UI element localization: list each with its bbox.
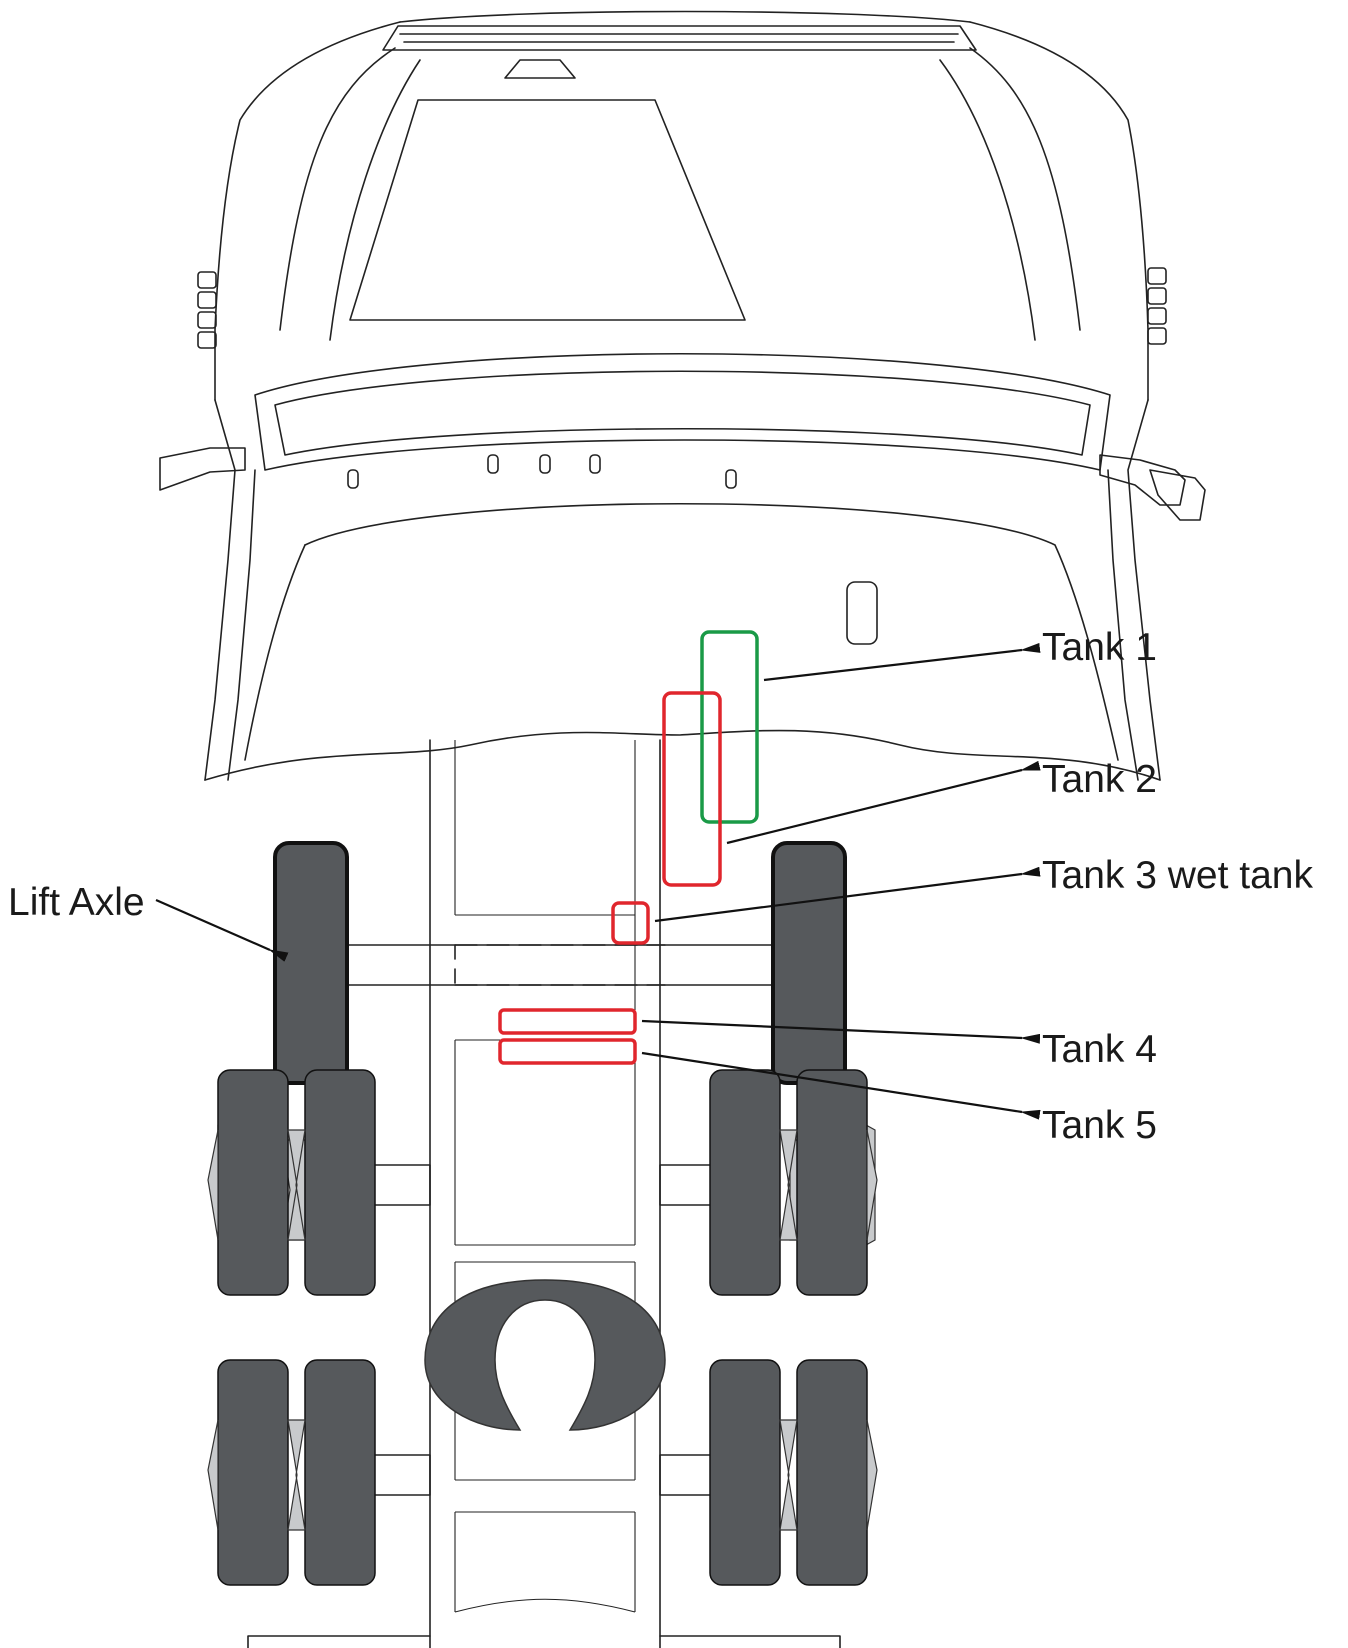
hood-panel [304,502,1119,761]
tire-left-inner [304,1069,376,1296]
mirror-right-head [1149,469,1206,521]
front-bumper [204,729,1161,781]
drive-axle-front [207,1069,878,1296]
cab-roof-line-right2 [939,59,1036,341]
tank-1-outline [700,630,759,824]
roof-light [504,59,576,79]
tank-2-outline [662,691,722,887]
lift-axle-tire-left [273,841,349,1085]
side-step-box [846,581,878,645]
tank-4-outline [498,1008,637,1035]
cab-side-right-inner [1107,469,1139,781]
lift-axle-tire-right [771,841,847,1085]
cab-inner-roof [349,99,746,321]
roof-vent [382,25,977,51]
cab-roof-line-left2 [329,59,421,341]
tank-highlights [498,630,759,1065]
label-lift-axle: Lift Axle [8,881,145,924]
fifth-wheel [424,1279,666,1431]
arrow-tank-3 [654,866,1041,923]
tire-rear-left-outer [217,1359,289,1586]
mirror-left [159,447,246,491]
cab-side-left [204,399,236,781]
cab-outer-outline [214,21,1149,401]
windshield-inner [274,370,1091,456]
tire-left-outer [217,1069,289,1296]
arrow-tank-1 [763,642,1041,682]
label-tank-4: Tank 4 [1042,1028,1157,1071]
hood-fasteners [347,454,737,489]
marker-lights-right [1147,267,1167,345]
cab-side-left-inner [227,469,256,781]
hood-panel-left [244,544,306,761]
marker-lights-left [197,271,217,349]
label-tank-5: Tank 5 [1042,1104,1157,1147]
cab-roof-line-left [279,47,396,331]
label-tank-2: Tank 2 [1042,758,1157,801]
tank-5-outline [498,1038,637,1065]
tire-rear-right-inner [709,1359,781,1586]
drive-axle-rear [207,1359,878,1586]
callout-arrows [155,642,1041,1120]
arrow-tank-2 [726,760,1041,845]
tire-right-inner [709,1069,781,1296]
cab-top-edge [399,10,971,23]
label-tank-3: Tank 3 wet tank [1042,854,1313,897]
arrow-tank-5 [641,1051,1041,1120]
label-tank-1: Tank 1 [1042,626,1157,669]
tire-right-outer [796,1069,868,1296]
callout-labels: Tank 1 Tank 2 Tank 3 wet tank Tank 4 Tan… [8,626,1313,1147]
lift-axle [273,841,847,1085]
arrow-tank-4 [641,1019,1041,1044]
truck-cab [159,10,1206,781]
tire-rear-left-inner [304,1359,376,1586]
arrow-lift-axle [155,898,289,962]
mirror-right [1099,454,1186,506]
tank-3-outline [611,901,650,945]
cab-side-right [1127,399,1161,781]
cab-roof-line-right [969,47,1081,331]
tire-rear-right-outer [796,1359,868,1586]
